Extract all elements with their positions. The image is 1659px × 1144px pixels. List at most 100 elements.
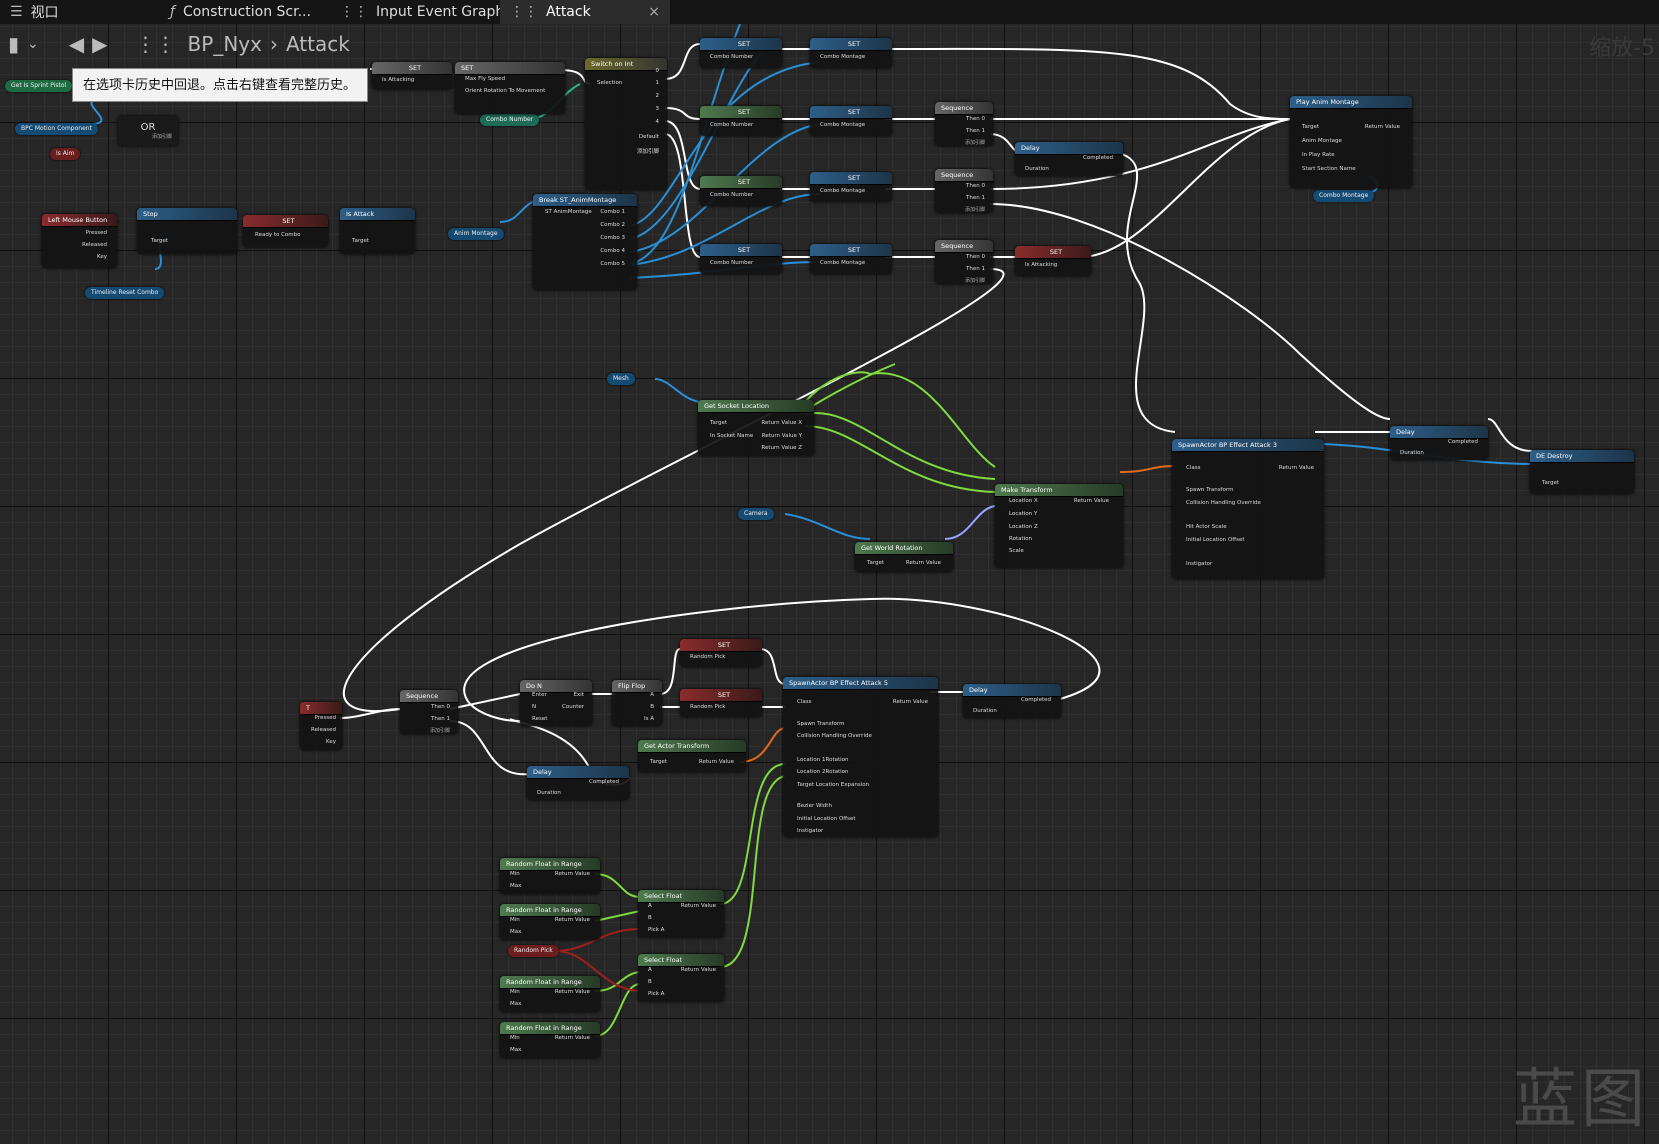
float-wire: [594, 910, 641, 922]
object-wire: [629, 61, 821, 227]
tab-input-event-graph[interactable]: ⋮⋮Input Event Graph: [330, 0, 504, 24]
graph-icon: ⋮⋮: [135, 32, 176, 56]
exec-wire: [884, 47, 1291, 120]
bool-wire: [554, 928, 641, 952]
or-node[interactable]: OR 添加引脚: [118, 116, 178, 146]
object-wire: [629, 53, 761, 240]
camera-variable[interactable]: Camera: [738, 508, 774, 520]
bookmark-icon[interactable]: ▮: [8, 32, 20, 56]
bpc-motion-variable[interactable]: BPC Motion Component: [15, 123, 98, 135]
make-transform-node[interactable]: Make Transform Location X Return Value L…: [995, 484, 1123, 568]
is-aim-variable[interactable]: Is Aim: [50, 148, 81, 160]
break-struct-node[interactable]: Break ST_AnimMontage ST AnimMontage Comb…: [533, 194, 637, 290]
anim-montage-variable[interactable]: Anim Montage: [448, 228, 504, 240]
exec-wire: [989, 118, 1291, 190]
exec-wire: [339, 708, 401, 719]
is-sprint-variable[interactable]: Get Is Sprint Pistol: [5, 80, 73, 92]
tab-attack[interactable]: ⋮⋮Attack×: [500, 0, 670, 24]
close-icon[interactable]: ×: [648, 4, 660, 20]
key-t-node[interactable]: T Pressed Released Key: [300, 702, 342, 750]
random-pick-variable[interactable]: Random Pick: [508, 945, 559, 957]
graph-canvas[interactable]: ▮ ⌄ ◀ ▶ ⋮⋮ BP_Nyx › Attack 缩放-5 Get Is S…: [0, 24, 1659, 1144]
breadcrumb-graph[interactable]: Attack: [285, 32, 350, 56]
do-n-node[interactable]: Do N Enter N Reset Exit Counter: [520, 680, 592, 726]
stop-node[interactable]: Stop Target: [137, 208, 237, 254]
set-ready-to-combo-node[interactable]: SET Ready to Combo: [243, 215, 328, 247]
blueprint-watermark: 蓝图: [1513, 1063, 1649, 1137]
float-wire: [594, 873, 641, 898]
get-actor-transform-node[interactable]: Get Actor Transform Target Return Value: [638, 740, 746, 772]
timeline-reset-variable[interactable]: Timeline Reset Combo: [85, 287, 165, 299]
chevron-down-icon[interactable]: ⌄: [27, 36, 39, 52]
back-history-tooltip: 在选项卡历史中回退。点击右键查看完整历史。: [72, 68, 368, 102]
spawn-actor-attack5-node[interactable]: SpawnActor BP Effect Attack 5 Class Retu…: [783, 677, 938, 837]
tab-viewport[interactable]: ☰视口: [0, 0, 160, 24]
graph-toolbar: ▮ ⌄ ◀ ▶ ⋮⋮ BP_Nyx › Attack: [0, 26, 350, 62]
tab-label: Input Event Graph: [376, 4, 505, 20]
object-wire: [654, 378, 701, 403]
back-arrow-icon[interactable]: ◀: [68, 32, 85, 56]
left-mouse-button-node[interactable]: Left Mouse Button Pressed Released Key: [42, 214, 117, 268]
set-attacking-node[interactable]: SET Is Attacking: [372, 62, 452, 90]
object-wire: [784, 513, 871, 540]
spawn-actor-attack3-node[interactable]: SpawnActor BP Effect Attack 3 Class Retu…: [1172, 439, 1324, 579]
mesh-variable[interactable]: Mesh: [607, 373, 635, 385]
exec-wire: [1079, 118, 1291, 258]
float-wire: [804, 425, 996, 493]
breadcrumb-separator-icon: ›: [269, 32, 278, 56]
combo-number-variable[interactable]: Combo Number: [480, 114, 540, 126]
object-wire: [89, 99, 103, 125]
tab-label: 视口: [30, 5, 59, 21]
get-socket-location-node[interactable]: Get Socket Location Target In Socket Nam…: [698, 400, 814, 456]
float-wire: [799, 363, 896, 415]
is-attack-node[interactable]: Is Attack Target: [340, 208, 415, 254]
exec-wire: [449, 693, 521, 710]
set-max-fly-node[interactable]: SET Max Fly Speed Orient Rotation To Mov…: [455, 62, 565, 114]
exec-wire: [664, 43, 701, 80]
exec-wire: [343, 268, 1005, 712]
exec-wire: [1487, 418, 1533, 452]
float-wire: [719, 775, 786, 968]
zoom-level: 缩放-5: [1589, 36, 1655, 61]
float-wire: [804, 412, 996, 480]
get-world-rotation-node[interactable]: Get World Rotation Target Return Value: [855, 542, 953, 572]
combo-montage-variable[interactable]: Combo Montage: [1313, 190, 1375, 202]
function-icon: ƒ: [170, 4, 175, 20]
forward-arrow-icon[interactable]: ▶: [92, 32, 108, 56]
switch-on-int-node[interactable]: Switch on Int Selection 0 1 2 3 4 Defaul…: [585, 58, 667, 190]
bool-wire: [554, 950, 641, 992]
float-wire: [804, 371, 996, 468]
breadcrumb-blueprint[interactable]: BP_Nyx: [187, 32, 262, 56]
flip-flop-node[interactable]: Flip Flop A B Is A: [612, 680, 662, 726]
exec-wire: [449, 720, 531, 776]
play-anim-montage-node[interactable]: Play Anim Montage Target Return Value An…: [1290, 96, 1412, 188]
